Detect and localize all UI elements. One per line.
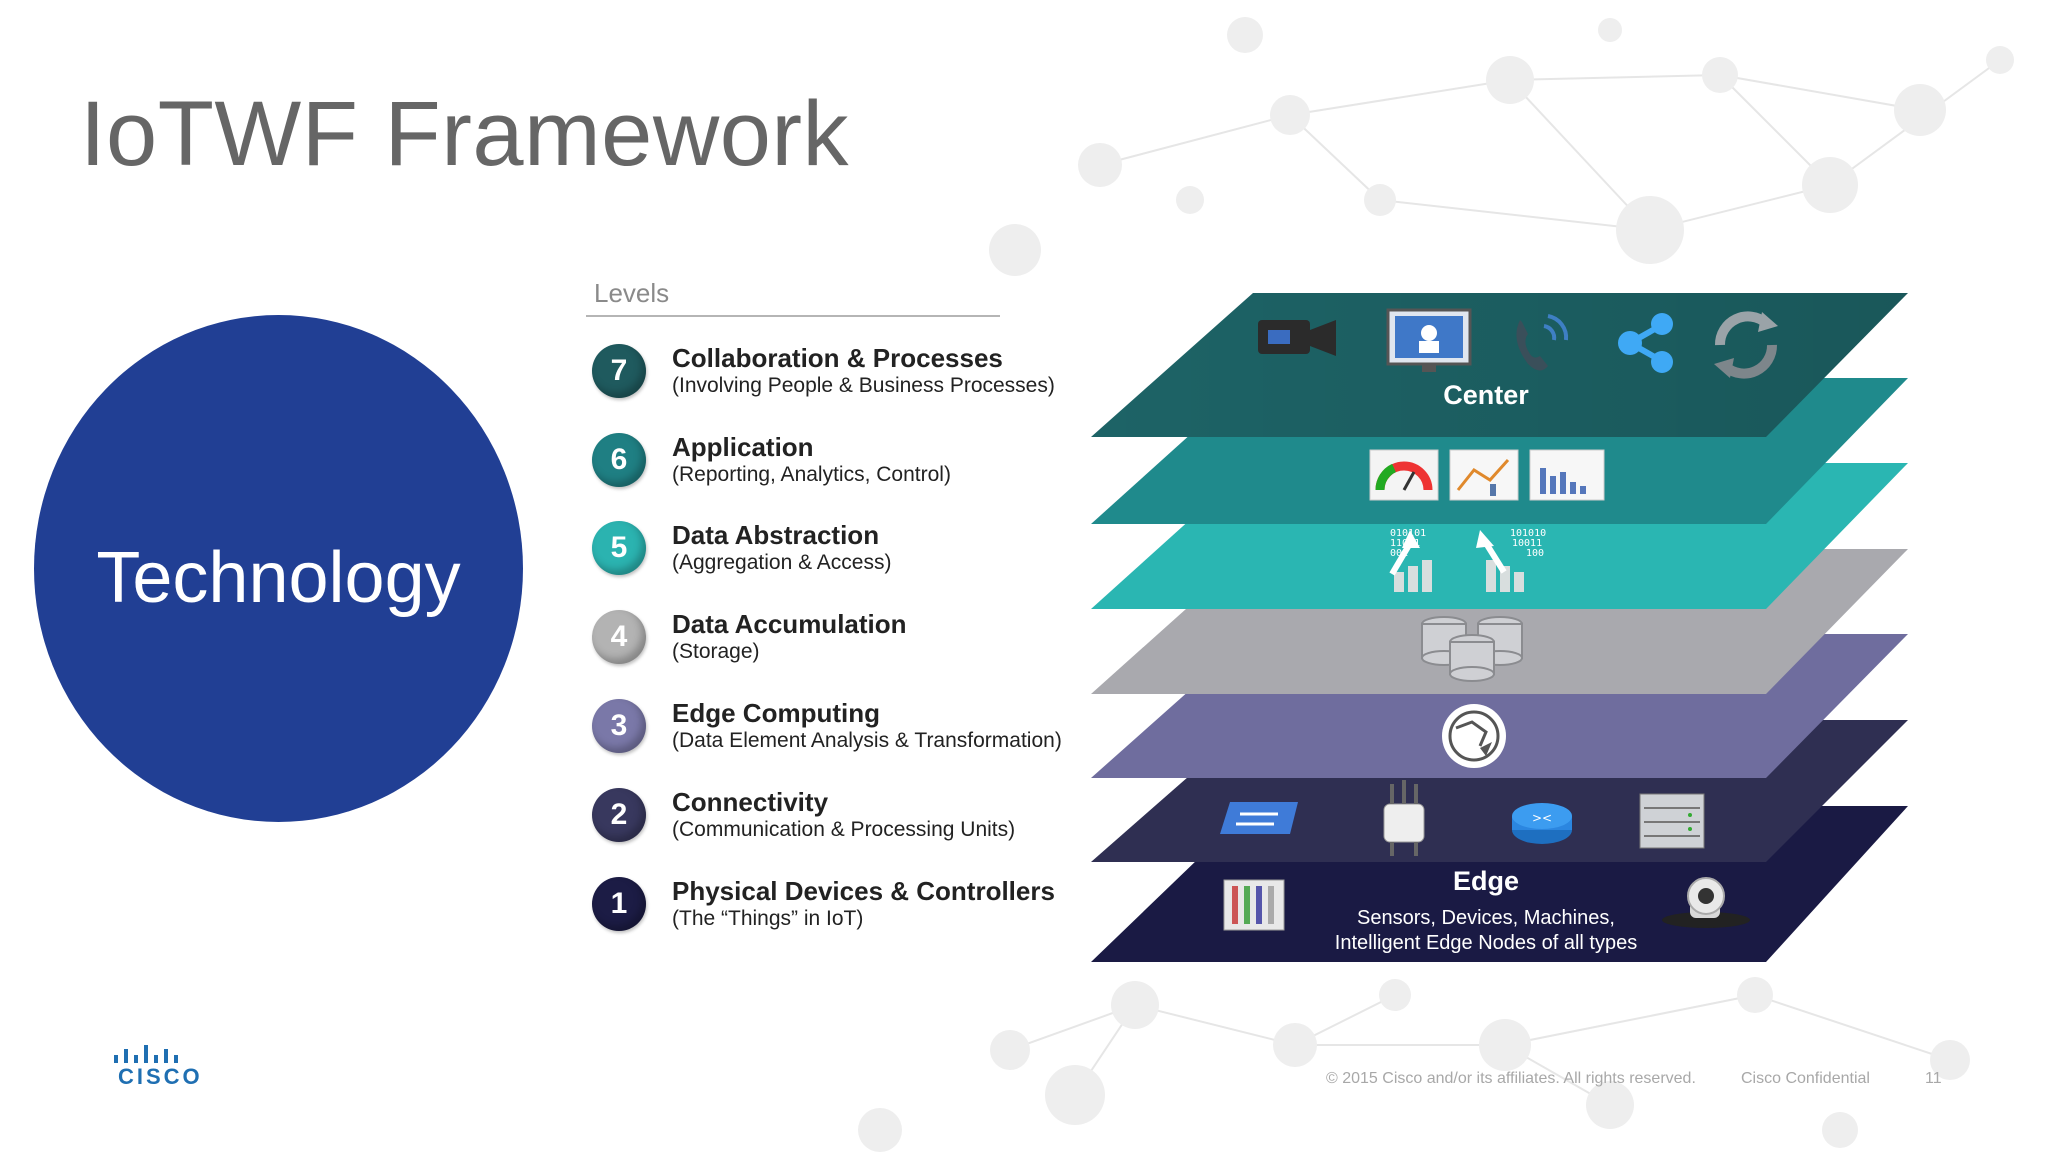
level-subtitle: (Reporting, Analytics, Control)	[672, 463, 951, 486]
level-title: Data Accumulation	[672, 609, 907, 639]
cisco-logo-bars	[114, 1045, 178, 1063]
gauge-icon	[1369, 449, 1439, 501]
page-number: 11	[1925, 1070, 1942, 1087]
svg-text:10011: 10011	[1512, 538, 1542, 549]
level-subtitle: (Data Element Analysis & Transformation)	[672, 729, 1062, 752]
slide-title: IoTWF Framework	[80, 83, 850, 185]
technology-circle: Technology	[34, 315, 523, 822]
server-icon	[1639, 793, 1705, 849]
level-subtitle: (Communication & Processing Units)	[672, 818, 1016, 841]
edge-description-line2: Intelligent Edge Nodes of all types	[1335, 932, 1637, 954]
database-icon	[1421, 616, 1523, 682]
level-badge: 6	[592, 433, 646, 487]
levels-header: Levels	[594, 278, 670, 308]
level-badge: 7	[592, 344, 646, 398]
confidential-label: Cisco Confidential	[1741, 1070, 1870, 1087]
svg-text:001: 001	[1390, 548, 1408, 559]
share-icon	[1618, 313, 1673, 373]
switch-icon	[1220, 802, 1298, 834]
level-title: Data Abstraction	[672, 520, 880, 550]
level-title: Collaboration & Processes	[672, 343, 1003, 373]
recycle-icon	[1714, 311, 1778, 379]
access-point-icon	[1383, 780, 1425, 856]
level-badge: 2	[592, 788, 646, 842]
level-badge: 1	[592, 877, 646, 931]
monitor-icon	[1386, 308, 1472, 372]
phone-icon	[1516, 314, 1569, 371]
svg-text:101010: 101010	[1510, 528, 1546, 539]
edge-label: Edge	[1453, 866, 1519, 896]
rack-device-icon	[1223, 879, 1285, 931]
level-title: Physical Devices & Controllers	[672, 876, 1055, 906]
levels-divider	[586, 315, 1000, 317]
copyright-text: © 2015 Cisco and/or its affiliates. All …	[1326, 1070, 1696, 1087]
level-subtitle: (Aggregation & Access)	[672, 551, 892, 574]
level-title: Edge Computing	[672, 698, 880, 728]
level-subtitle: (Involving People & Business Processes)	[672, 374, 1055, 397]
camera-icon	[1662, 877, 1750, 928]
router-icon: ><	[1512, 803, 1572, 844]
svg-text:><: ><	[1532, 811, 1552, 825]
svg-text:010101: 010101	[1390, 528, 1426, 539]
binary-up-icon: 01010111001001	[1389, 528, 1432, 592]
level-subtitle: (Storage)	[672, 640, 760, 663]
technology-label: Technology	[96, 537, 461, 618]
level-subtitle: (The “Things” in IoT)	[672, 907, 864, 930]
edge-description-line1: Sensors, Devices, Machines,	[1357, 907, 1615, 929]
level-badge: 3	[592, 699, 646, 753]
video-camera-icon	[1258, 320, 1336, 356]
center-label: Center	[1443, 380, 1529, 410]
level-title: Application	[672, 432, 814, 462]
level-badge: 4	[592, 610, 646, 664]
edge-compute-icon	[1442, 704, 1506, 768]
chart-report-icon	[1449, 449, 1519, 501]
level-title: Connectivity	[672, 787, 829, 817]
cisco-logo-text: CISCO	[118, 1064, 203, 1089]
level-badge: 5	[592, 521, 646, 575]
bar-report-icon	[1529, 449, 1605, 501]
svg-text:100: 100	[1526, 548, 1544, 559]
